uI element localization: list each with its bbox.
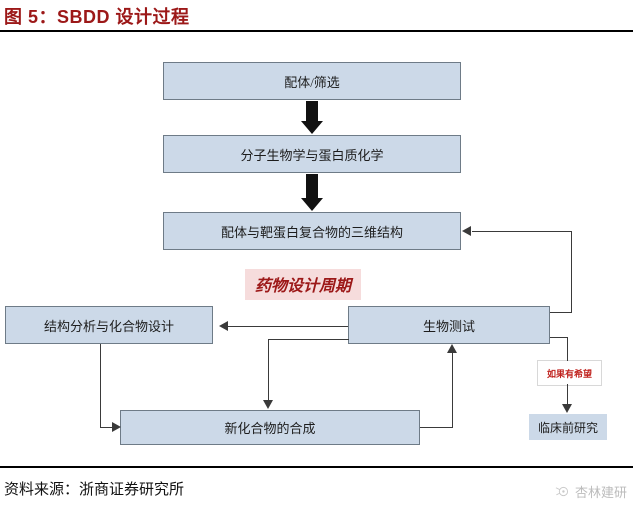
footer-divider (0, 466, 633, 468)
connector-synthesis-to-bioassay-v (452, 353, 453, 428)
connector-annotation-to-preclinical-v (567, 384, 568, 406)
connector-bioassay-to-synthesis-h (268, 339, 349, 340)
connector-feedback-horizontal (472, 231, 572, 232)
flow-node-molecular-biology: 分子生物学与蛋白质化学 (163, 135, 461, 173)
connector-bioassay-to-synthesis-v (268, 339, 269, 401)
arrowhead-into-structure (219, 321, 228, 331)
flow-node-compound-synthesis: 新化合物的合成 (120, 410, 420, 445)
flow-node-bioassay: 生物测试 (348, 306, 550, 344)
arrowhead-into-synthesis-top (263, 400, 273, 409)
arrowhead-into-synthesis-left (112, 422, 121, 432)
arrowhead-into-complex3d (462, 226, 471, 236)
connector-bioassay-to-structure (228, 326, 348, 327)
source-note: 资料来源：浙商证券研究所 (4, 482, 185, 498)
drug-design-cycle-label: 药物设计周期 (245, 269, 362, 300)
flow-node-ligand: 配体/筛选 (163, 62, 461, 100)
connector-feedback-vertical (571, 231, 572, 313)
flow-node-preclinical-research: 临床前研究 (529, 414, 607, 440)
connector-synthesis-to-bioassay-h (420, 427, 453, 428)
connector-structure-to-synthesis-v (100, 344, 101, 427)
watermark: 杏林建研 (555, 482, 627, 501)
connector-bioassay-to-preclinical-h (550, 337, 568, 338)
arrowhead-into-bioassay-bottom (447, 344, 457, 353)
promising-annotation: 如果有希望 (537, 360, 602, 386)
flow-node-structure-analysis: 结构分析与化合物设计 (5, 306, 213, 344)
page-title: 图 5：SBDD 设计过程 (4, 7, 190, 27)
connector-structure-to-synthesis-h (100, 427, 113, 428)
watermark-logo-icon (555, 486, 569, 497)
watermark-text: 杏林建研 (574, 485, 627, 500)
connector-to-annotation-v (567, 337, 568, 361)
connector-bioassay-right-stub (550, 312, 572, 313)
title-divider (0, 30, 633, 32)
flow-node-complex-3d-structure: 配体与靶蛋白复合物的三维结构 (163, 212, 461, 250)
arrowhead-into-preclinical (562, 404, 572, 413)
